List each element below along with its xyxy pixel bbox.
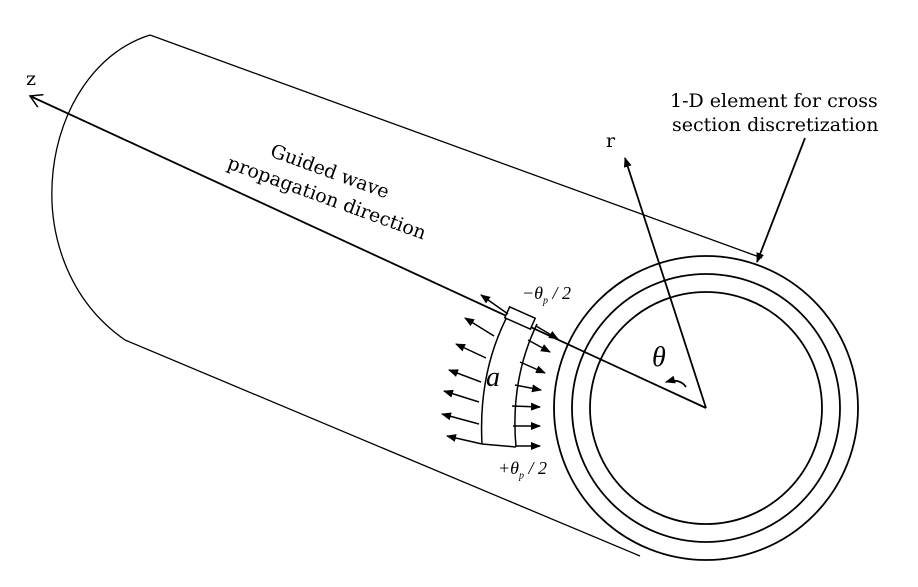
r-axis-label: r <box>606 130 616 152</box>
minus-theta-label: −θp / 2 <box>522 283 572 307</box>
element-pointer <box>756 137 806 263</box>
theta-arc-arrow <box>665 375 687 388</box>
outward-arrows <box>441 294 509 445</box>
r-axis <box>623 157 707 409</box>
plus-theta-label: +θp / 2 <box>498 458 548 482</box>
theta-label: θ <box>652 342 666 373</box>
cylinder-back-cap <box>51 34 151 341</box>
element-label-line2: section discretization <box>672 114 879 136</box>
z-axis <box>30 96 707 409</box>
cylinder-top-edge <box>149 34 763 259</box>
patch-outer-arc <box>480 310 511 445</box>
a-label: a <box>486 362 500 393</box>
outer-circle <box>553 255 859 561</box>
inner-circle <box>589 291 823 525</box>
inward-arrows <box>511 325 559 450</box>
patch-inner-arc <box>514 323 538 448</box>
element-box <box>503 305 537 331</box>
middle-circle <box>571 273 841 543</box>
z-axis-label: z <box>26 68 37 90</box>
cylinder-bottom-edge <box>124 339 641 557</box>
element-label-line1: 1-D element for cross <box>670 90 878 112</box>
